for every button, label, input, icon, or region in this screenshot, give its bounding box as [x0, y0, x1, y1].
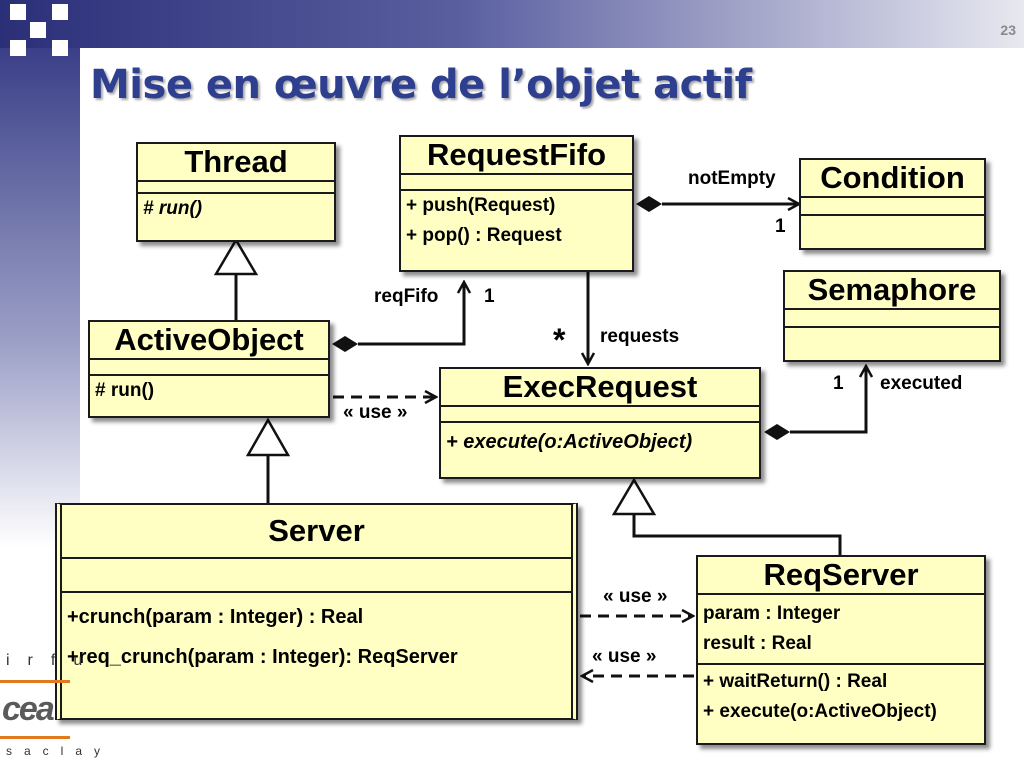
class-name: Condition: [801, 160, 984, 198]
multiplicity-executed: 1: [833, 373, 844, 394]
logo-divider: [0, 680, 70, 683]
multiplicity-condition: 1: [775, 216, 786, 237]
class-name: RequestFifo: [401, 137, 632, 175]
class-name: ActiveObject: [90, 322, 328, 360]
multiplicity-req-fifo: 1: [484, 286, 495, 307]
operations-compartment: # run(): [138, 194, 334, 224]
attributes-compartment: [441, 407, 759, 423]
operation: + execute(o:ActiveObject): [703, 700, 937, 722]
attributes-compartment: [801, 198, 984, 216]
decor-square: [30, 22, 46, 38]
logo-irfu-text: irfu: [6, 652, 101, 669]
multiplicity-requests: *: [553, 322, 566, 358]
class-thread: Thread # run(): [136, 142, 336, 242]
operation: +req_crunch(param : Integer): ReqServer: [67, 646, 458, 668]
inherit-active-thread-arrow: [213, 237, 259, 276]
attribute: result : Real: [703, 632, 812, 654]
class-name: Thread: [138, 144, 334, 182]
logo-divider: [0, 736, 70, 739]
operation: + waitReturn() : Real: [703, 670, 888, 692]
decor-square: [10, 40, 26, 56]
operations-compartment: +crunch(param : Integer) : Real +req_cru…: [62, 593, 571, 677]
label-req-fifo: reqFifo: [374, 286, 439, 307]
class-request-fifo: RequestFifo + push(Request) + pop() : Re…: [399, 135, 634, 272]
assoc-reqfifo-diamond: [332, 336, 358, 352]
operation: # run(): [95, 379, 155, 401]
inherit-server-active-arrow: [245, 417, 291, 457]
class-req-server: ReqServer param : Integer result : Real …: [696, 555, 986, 745]
attribute: param : Integer: [703, 602, 841, 624]
attributes-compartment: [785, 310, 999, 328]
operations-compartment: + execute(o:ActiveObject): [441, 423, 759, 457]
attributes-compartment: [401, 175, 632, 191]
class-name: Server: [62, 505, 571, 559]
operation: +crunch(param : Integer) : Real: [67, 606, 364, 628]
decor-square: [52, 40, 68, 56]
operation: # run(): [143, 197, 203, 219]
decor-square: [52, 4, 68, 20]
operations-compartment: # run(): [90, 376, 328, 406]
assoc-executed-line: [790, 366, 866, 434]
attributes-compartment: [90, 360, 328, 376]
operations-compartment: + waitReturn() : Real + execute(o:Active…: [698, 665, 984, 727]
label-use-req-server: « use »: [592, 646, 657, 667]
attributes-compartment: param : Integer result : Real: [698, 595, 984, 665]
label-use-server-req: « use »: [603, 586, 668, 607]
class-name: ExecRequest: [441, 369, 759, 407]
label-use-active-exec: « use »: [343, 402, 408, 423]
slide-title: Mise en œuvre de l’objet actif: [90, 62, 752, 108]
operation: + pop() : Request: [406, 224, 562, 246]
left-band: [0, 48, 80, 548]
assoc-reqfifo-line: [358, 282, 464, 346]
attributes-compartment: [138, 182, 334, 194]
decor-square: [10, 4, 26, 20]
class-active-object: ActiveObject # run(): [88, 320, 330, 418]
label-requests: requests: [600, 326, 680, 347]
class-server: Server +crunch(param : Integer) : Real +…: [55, 503, 578, 720]
class-name: Semaphore: [785, 272, 999, 310]
assoc-notempty-diamond: [636, 196, 662, 212]
operations-compartment: + push(Request) + pop() : Request: [401, 191, 632, 251]
logo-cea-text: cea: [2, 690, 55, 728]
class-semaphore: Semaphore: [783, 270, 1001, 362]
logo-saclay-text: saclay: [6, 744, 113, 758]
slide-number: 23: [1000, 22, 1016, 38]
label-executed: executed: [880, 373, 963, 394]
inherit-reqserver-exec-arrow: [611, 477, 657, 516]
operation: + execute(o:ActiveObject): [446, 430, 693, 453]
operation: + push(Request): [406, 194, 556, 216]
header-band: [0, 0, 1024, 48]
attributes-compartment: [62, 559, 571, 593]
inherit-reqserver-exec-line: [632, 514, 842, 556]
assoc-executed-diamond: [764, 424, 790, 440]
label-not-empty: notEmpty: [688, 168, 776, 189]
class-condition: Condition: [799, 158, 986, 250]
class-name: ReqServer: [698, 557, 984, 595]
class-exec-request: ExecRequest + execute(o:ActiveObject): [439, 367, 761, 479]
